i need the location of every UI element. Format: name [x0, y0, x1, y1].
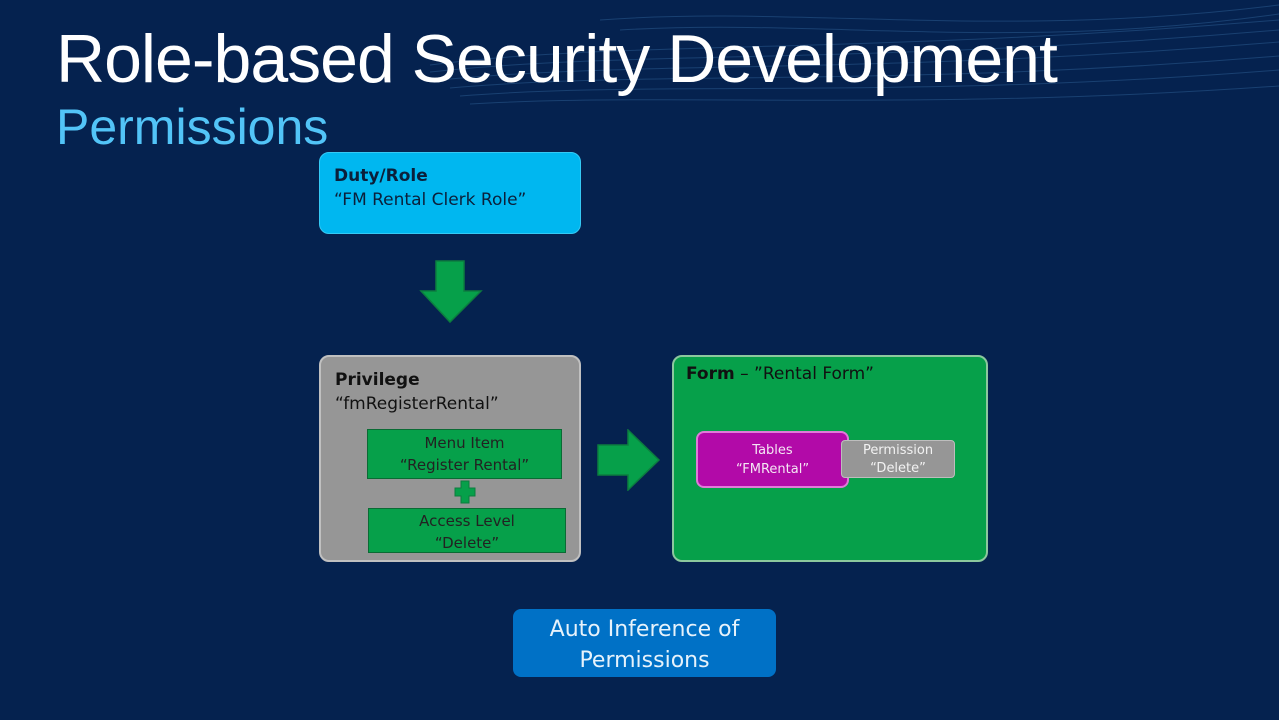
- menu-item-value: “Register Rental”: [399, 456, 530, 474]
- permission-value: “Delete”: [870, 461, 926, 476]
- permission-box: Permission “Delete”: [841, 440, 955, 478]
- plus-icon: [454, 480, 476, 504]
- duty-heading: Duty/Role: [334, 166, 428, 186]
- auto-inference-button[interactable]: Auto Inference of Permissions: [513, 609, 776, 677]
- privilege-name: “fmRegisterRental”: [335, 394, 499, 414]
- down-arrow-icon: [419, 260, 483, 324]
- slide-title: Role-based Security Development: [56, 21, 1058, 97]
- form-heading: Form: [686, 364, 735, 384]
- menu-item-box: Menu Item “Register Rental”: [367, 429, 562, 479]
- privilege-heading: Privilege: [335, 370, 420, 390]
- access-level-label: Access Level: [419, 512, 515, 530]
- access-level-box: Access Level “Delete”: [368, 508, 566, 553]
- auto-inference-line1: Auto Inference of: [549, 616, 740, 642]
- form-separator: –: [734, 364, 755, 384]
- slide-subtitle: Permissions: [56, 99, 329, 155]
- access-level-value: “Delete”: [434, 534, 500, 552]
- menu-item-label: Menu Item: [424, 434, 505, 452]
- tables-box: Tables “FMRental”: [696, 431, 849, 488]
- tables-label: Tables: [752, 443, 793, 458]
- duty-role-box: Duty/Role “FM Rental Clerk Role”: [319, 152, 581, 234]
- background-swoosh: [429, 4, 1279, 105]
- auto-inference-line2: Permissions: [579, 647, 710, 673]
- permission-label: Permission: [862, 443, 934, 458]
- right-arrow-icon: [597, 429, 661, 491]
- form-name: ”Rental Form”: [754, 364, 874, 384]
- duty-name: “FM Rental Clerk Role”: [334, 190, 527, 210]
- tables-value: “FMRental”: [735, 462, 810, 477]
